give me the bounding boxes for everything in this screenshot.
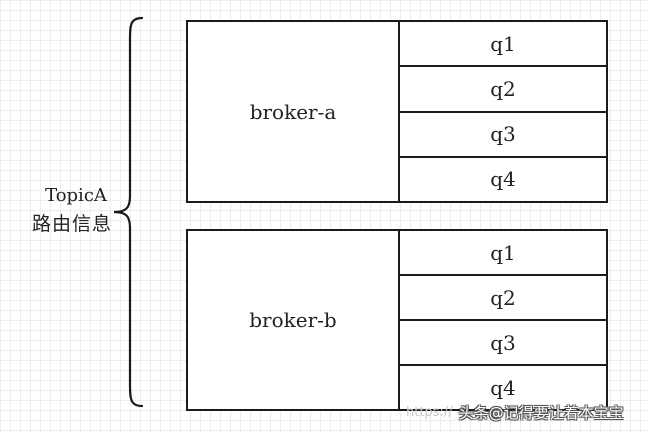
queue-cell: q1 <box>400 231 606 276</box>
broker-a-queue-list: q1 q2 q3 q4 <box>400 22 606 201</box>
topic-name-label: TopicA <box>45 185 107 206</box>
curly-brace <box>113 16 144 408</box>
queue-cell: q3 <box>400 113 606 158</box>
queue-cell: q2 <box>400 67 606 113</box>
broker-b-box: broker-b q1 q2 q3 q4 <box>186 229 608 411</box>
queue-cell: q2 <box>400 276 606 321</box>
queue-cell: q4 <box>490 167 516 192</box>
watermark-text: 头条@记得要让着本宝宝 <box>458 403 624 422</box>
broker-a-box: broker-a q1 q2 q3 q4 <box>186 20 608 203</box>
broker-b-name: broker-b <box>188 231 400 409</box>
broker-a-name: broker-a <box>188 22 400 201</box>
queue-cell: q4 <box>490 375 516 400</box>
broker-b-queue-list: q1 q2 q3 q4 <box>400 231 606 409</box>
topic-description-label: 路由信息 <box>31 213 112 235</box>
queue-cell: q1 <box>400 22 606 68</box>
queue-cell: q3 <box>400 321 606 366</box>
watermark-url: https:// <box>406 404 453 420</box>
watermark: https:// 头条@记得要让着本宝宝 <box>406 400 646 424</box>
